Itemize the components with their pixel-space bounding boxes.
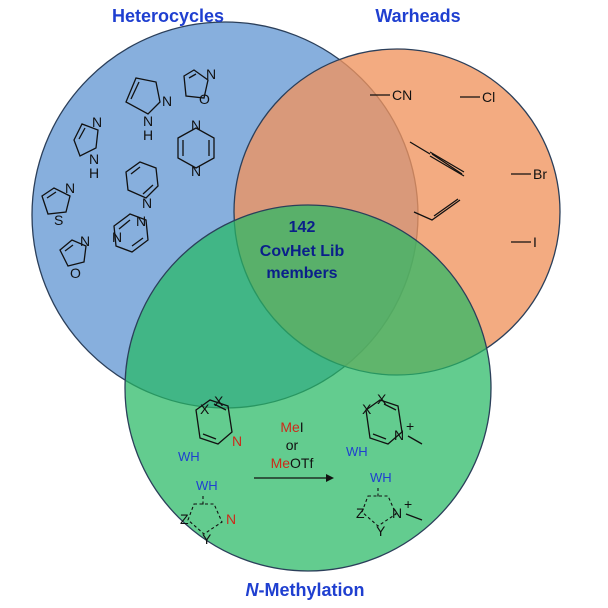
svg-text:N: N — [191, 163, 201, 179]
svg-text:WH: WH — [370, 470, 392, 485]
svg-text:N: N — [394, 427, 404, 443]
svg-text:X: X — [200, 401, 210, 417]
methylation-title-italic: N — [246, 580, 260, 600]
svg-text:Z: Z — [180, 511, 189, 527]
svg-text:or: or — [286, 437, 299, 453]
svg-text:H: H — [143, 127, 153, 143]
pyrazole-structure: N N H — [125, 77, 172, 143]
svg-text:N: N — [142, 195, 152, 211]
svg-text:N: N — [143, 113, 153, 129]
svg-text:N: N — [191, 117, 201, 133]
methylation-circle — [124, 204, 492, 572]
svg-text:N: N — [226, 511, 236, 527]
svg-text:N: N — [136, 213, 146, 229]
product-five-ring: WH Z Y N + — [356, 470, 423, 539]
svg-text:MeOTf: MeOTf — [271, 455, 314, 471]
svg-text:O: O — [70, 265, 81, 281]
reactant-five-ring: WH Z Y N — [180, 478, 236, 547]
svg-text:CN: CN — [392, 87, 412, 103]
svg-text:N: N — [162, 93, 172, 109]
svg-text:+: + — [406, 418, 414, 434]
svg-text:N: N — [80, 233, 90, 249]
warhead-br: Br — [511, 166, 547, 182]
svg-text:Y: Y — [202, 531, 212, 547]
svg-text:S: S — [54, 212, 63, 228]
pyrazine-structure: N N — [177, 117, 215, 179]
imidazole-structure: N N H — [73, 114, 102, 181]
methylation-title-rest: -Methylation — [259, 580, 365, 600]
svg-text:N: N — [65, 180, 75, 196]
svg-text:MeI: MeI — [280, 419, 303, 435]
svg-text:X: X — [362, 401, 372, 417]
isoxazole-structure: N O — [183, 66, 216, 107]
warhead-i: I — [511, 234, 537, 250]
svg-text:X: X — [377, 391, 387, 407]
warhead-cn: CN — [370, 87, 412, 103]
svg-text:Br: Br — [533, 166, 547, 182]
svg-text:Z: Z — [356, 505, 365, 521]
center-line2: CovHet Lib — [260, 243, 345, 260]
svg-text:I: I — [533, 234, 537, 250]
svg-text:N: N — [206, 66, 216, 82]
warhead-alkyne — [409, 141, 465, 177]
center-count: 142 — [289, 219, 316, 236]
svg-text:WH: WH — [196, 478, 218, 493]
svg-text:N: N — [89, 151, 99, 167]
reactant-six-ring: X X N WH — [178, 393, 242, 464]
svg-text:N: N — [392, 505, 402, 521]
heterocycles-title: Heterocycles — [112, 6, 224, 26]
warhead-vinyl — [413, 198, 461, 221]
svg-text:WH: WH — [346, 444, 368, 459]
svg-text:N: N — [232, 433, 242, 449]
pyridine-structure: N — [125, 161, 159, 211]
warheads-title: Warheads — [375, 6, 460, 26]
svg-text:N: N — [92, 114, 102, 130]
center-line3: members — [266, 265, 337, 282]
product-six-ring: X X N + WH — [346, 391, 423, 459]
svg-text:O: O — [199, 91, 210, 107]
svg-text:X: X — [214, 393, 224, 409]
reaction-reagents: MeI or MeOTf — [271, 419, 314, 471]
pyrimidine-structure: N N — [112, 213, 149, 253]
svg-text:+: + — [404, 496, 412, 512]
reaction-arrow — [254, 474, 334, 482]
thiazole-structure: N S — [41, 180, 75, 228]
svg-text:Y: Y — [376, 523, 386, 539]
warhead-cl: Cl — [460, 89, 495, 105]
svg-text:H: H — [89, 165, 99, 181]
methylation-title: N-Methylation — [246, 580, 365, 600]
oxazole-structure: N O — [59, 233, 90, 281]
svg-text:Cl: Cl — [482, 89, 495, 105]
svg-text:N: N — [112, 229, 122, 245]
svg-text:WH: WH — [178, 449, 200, 464]
